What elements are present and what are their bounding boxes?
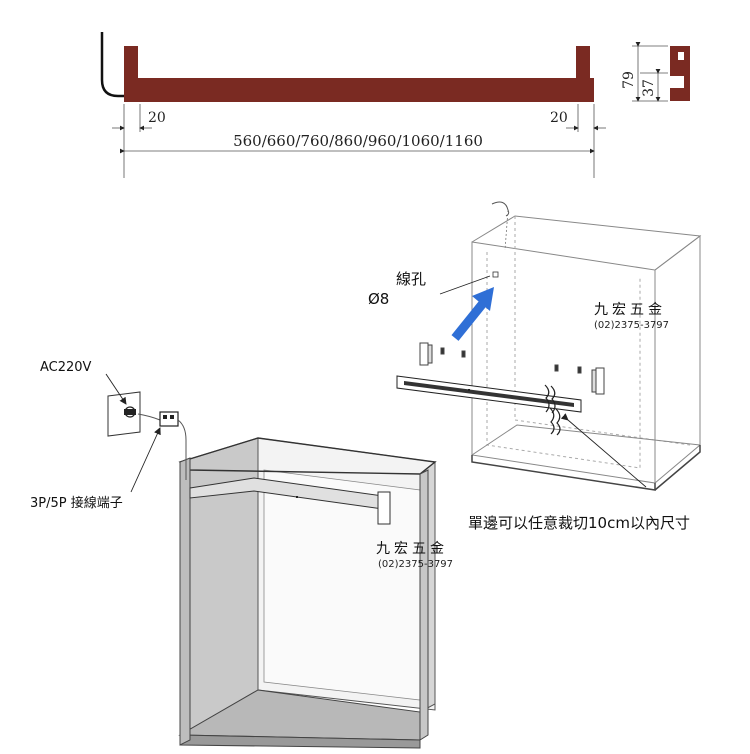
lower-light-bar [189, 477, 391, 525]
groove-dim: 37 [641, 79, 657, 97]
left-end-cap [124, 46, 138, 78]
right-end-cap [576, 46, 590, 78]
cut-note: 單邊可以任意裁切10cm以內尺寸 [468, 514, 690, 532]
power-label: AC220V [40, 360, 92, 375]
upper-phone: (02)2375-3797 [594, 320, 669, 331]
right-offset-dim: 20 [550, 110, 568, 126]
terminal-label: 3P/5P 接線端子 [30, 495, 123, 511]
wall-outlet [107, 391, 141, 437]
light-bar-body [124, 78, 594, 102]
power-cable [100, 32, 124, 98]
lower-cabinet [178, 437, 437, 749]
upper-brand: 九宏五金 [594, 302, 666, 318]
wire-hole-label: 線孔 [396, 270, 426, 288]
height-dim: 79 [621, 71, 637, 89]
lower-phone: (02)2375-3797 [378, 559, 453, 570]
terminal-block [137, 411, 187, 480]
mounting-brackets [419, 342, 605, 395]
upper-cabinet [471, 215, 702, 491]
lower-brand: 九宏五金 [376, 541, 448, 557]
light-bar-side-profile: 79 37 [621, 42, 690, 102]
wire-hole-diameter: Ø8 [368, 290, 389, 308]
upper-light-bar [396, 375, 582, 436]
profile-section [670, 46, 690, 101]
upper-cable [491, 201, 510, 217]
wire-hole [492, 271, 499, 278]
width-options-dim: 560/660/760/860/960/1060/1160 [233, 132, 483, 150]
wire-hole-arrow [451, 287, 494, 341]
light-bar-profile: 20 20 560/660/760/860/960/1060/1160 [100, 32, 606, 178]
left-offset-dim: 20 [148, 110, 166, 126]
